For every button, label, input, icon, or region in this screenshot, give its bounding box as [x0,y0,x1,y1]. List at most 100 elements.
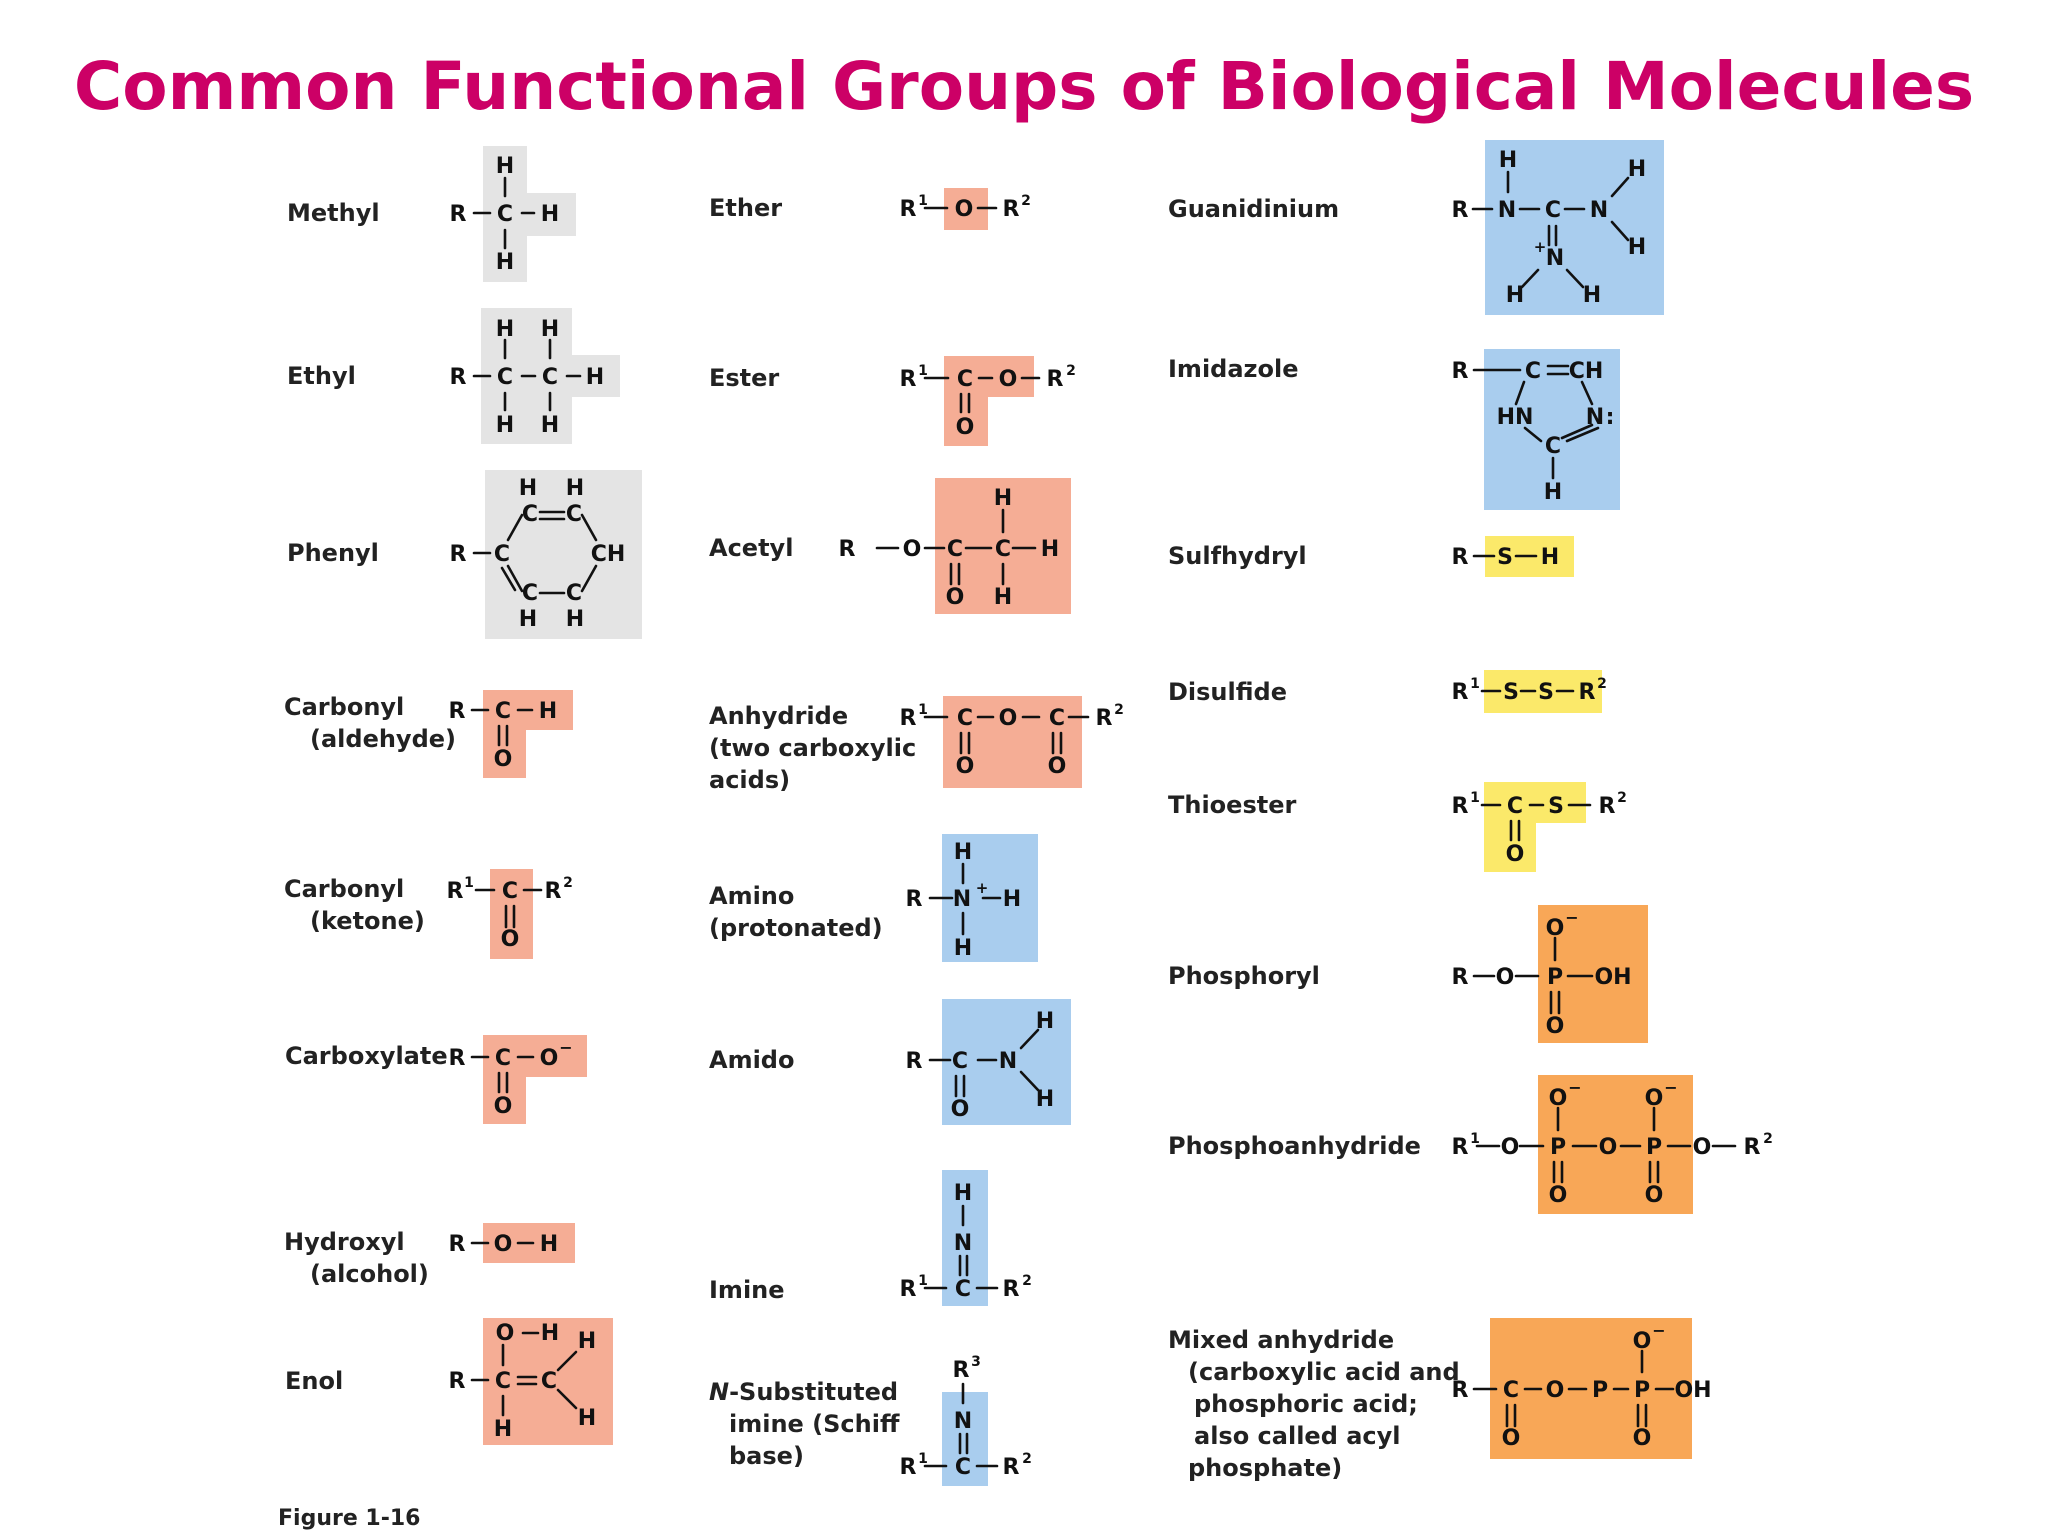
ethyl-structure [472,308,620,444]
label-sulfhydryl: Sulfhydryl [1168,542,1307,570]
svg-text:CH: CH [1569,359,1604,384]
svg-text:C: C [497,365,513,390]
svg-text:H: H [541,1321,559,1346]
label-n-substituted-note2: base) [729,1442,804,1470]
label-anhydride-name: Anhydride [709,702,849,730]
svg-text:H: H [1628,157,1646,182]
svg-text:N: N [999,1049,1017,1074]
svg-text:1: 1 [464,875,474,891]
svg-text:R: R [1452,1135,1469,1160]
svg-text:R: R [447,879,464,904]
svg-text:O: O [1546,1378,1565,1403]
svg-text:R: R [906,887,923,912]
svg-text:N: N [954,1231,972,1256]
svg-text:−: − [1568,1078,1581,1097]
svg-text:R: R [1452,359,1469,384]
svg-text:R: R [1599,794,1616,819]
mixed-anhydride-structure [1472,1318,1692,1459]
acetyl-structure [875,478,1071,614]
label-imidazole: Imidazole [1168,355,1299,383]
svg-text:C: C [1545,198,1561,223]
svg-text:C: C [522,581,538,606]
svg-text:R: R [900,1455,917,1480]
svg-text:R: R [449,1369,466,1394]
anhydride-structure [923,696,1090,788]
svg-text:H: H [519,607,537,632]
svg-text:O: O [1546,916,1565,941]
svg-text:H: H [578,1406,596,1431]
label-carbonyl-aldehyde-name: Carbonyl [284,693,405,721]
imidazole-structure [1472,349,1620,510]
svg-text:H: H [494,1417,512,1442]
amino-structure [928,834,1038,962]
svg-text:O: O [946,585,965,610]
svg-text:C: C [495,1369,511,1394]
label-hydroxyl-note: (alcohol) [310,1260,429,1288]
svg-text:O: O [1633,1329,1652,1354]
thioester-structure [1480,782,1592,872]
svg-text:S: S [1538,680,1554,705]
label-anhydride: Anhydride (two carboxylic acids) [709,700,916,796]
svg-text:H: H [496,413,514,438]
svg-text:C: C [1049,706,1065,731]
svg-text:C: C [957,706,973,731]
svg-text:O: O [999,706,1018,731]
svg-text:H: H [541,202,559,227]
label-enol: Enol [285,1367,344,1395]
label-mixed-anhydride-note1: (carboxylic acid and [1188,1358,1460,1386]
svg-text:O: O [1645,1183,1664,1208]
svg-text:R: R [449,1232,466,1257]
svg-text:1: 1 [918,363,928,379]
svg-text:R: R [1452,198,1469,223]
svg-text:R: R [1452,680,1469,705]
svg-text:O: O [951,1097,970,1122]
imine-structure [923,1170,999,1306]
label-carboxylate: Carboxylate [285,1042,448,1070]
phosphoryl-structure [1472,905,1648,1043]
svg-text:R: R [953,1358,970,1383]
svg-text:O: O [903,537,922,562]
svg-text:R: R [449,699,466,724]
svg-text:H: H [496,250,514,275]
svg-text:P: P [1646,1135,1662,1160]
svg-text:H: H [586,365,604,390]
svg-text:R: R [1452,545,1469,570]
svg-text:C: C [1545,434,1561,459]
svg-text:N: N [954,1409,972,1434]
svg-text:C: C [541,1369,557,1394]
label-mixed-anhydride: Mixed anhydride (carboxylic acid and pho… [1168,1324,1460,1484]
svg-text:R: R [900,706,917,731]
svg-text:O: O [1502,1426,1521,1451]
svg-text:R: R [1003,1277,1020,1302]
svg-text:C: C [947,537,963,562]
label-phenyl: Phenyl [287,539,379,567]
svg-text:R: R [1452,794,1469,819]
svg-text:H: H [566,607,584,632]
label-acetyl: Acetyl [709,534,794,562]
page-title: Common Functional Groups of Biological M… [73,48,1975,125]
label-mixed-anhydride-note3: also called acyl [1194,1422,1401,1450]
svg-text:O: O [494,1232,513,1257]
svg-text:R: R [1047,367,1064,392]
svg-text:O: O [1506,842,1525,867]
svg-text:P: P [1550,1135,1566,1160]
svg-text:C: C [566,581,582,606]
svg-text:−: − [559,1038,572,1057]
svg-text:O: O [540,1046,559,1071]
svg-text:OH: OH [1674,1378,1711,1403]
label-amido: Amido [709,1046,795,1074]
label-n-substituted-italic: N [709,1378,730,1406]
svg-text:N: N [1546,246,1564,271]
svg-text:R: R [545,879,562,904]
disulfide-structure [1480,670,1602,713]
label-phosphoryl: Phosphoryl [1168,962,1320,990]
svg-text:H: H [1499,148,1517,173]
label-imine: Imine [709,1276,785,1304]
svg-text:1: 1 [1470,1131,1480,1147]
label-mixed-anhydride-name: Mixed anhydride [1168,1326,1395,1354]
carboxylate-structure [470,1035,587,1124]
svg-text:2: 2 [1763,1131,1773,1147]
svg-text:R: R [900,1277,917,1302]
guanidinium-structure [1471,140,1664,315]
